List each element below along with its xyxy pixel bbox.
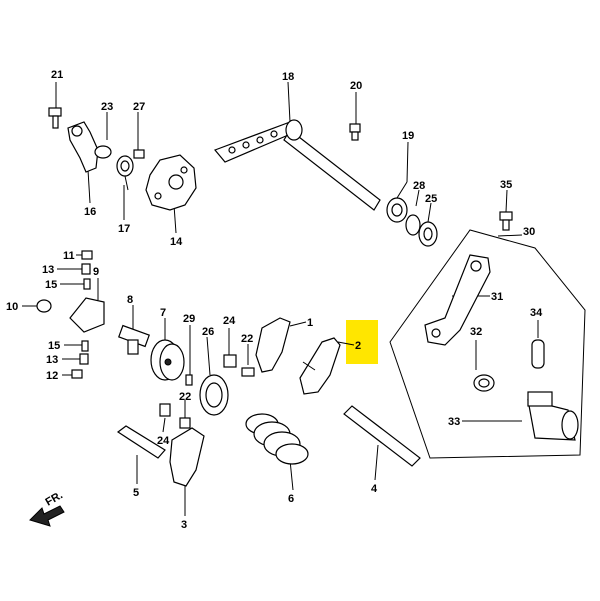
callout-20: 20 <box>350 80 362 92</box>
part-7-shift-drum-center <box>150 339 185 381</box>
callout-31: 31 <box>491 291 503 303</box>
callout-17: 17 <box>118 223 130 235</box>
callout-8: 8 <box>127 294 133 306</box>
callout-30: 30 <box>523 226 535 238</box>
callout-23: 23 <box>101 101 113 113</box>
callout-13-bottom: 13 <box>46 354 58 366</box>
callout-35: 35 <box>500 179 512 191</box>
part-15-pin-bottom <box>81 340 89 352</box>
callout-26: 26 <box>202 326 214 338</box>
callout-11: 11 <box>63 250 75 262</box>
callout-7: 7 <box>160 307 166 319</box>
part-3-shift-fork <box>169 427 205 487</box>
part-26-bearing <box>199 374 229 416</box>
part-18-shift-spindle <box>213 119 381 211</box>
part-1-shift-fork <box>255 317 291 373</box>
callout-9: 9 <box>93 266 99 278</box>
callout-3: 3 <box>181 519 187 531</box>
callout-15-bottom: 15 <box>48 340 60 352</box>
part-5-fork-shaft <box>116 425 166 459</box>
callout-1: 1 <box>307 317 313 329</box>
callout-33: 33 <box>448 416 460 428</box>
part-2-shift-fork <box>299 337 341 395</box>
callout-27: 27 <box>133 101 145 113</box>
callout-25: 25 <box>425 193 437 205</box>
part-20-bolt <box>349 123 361 141</box>
part-29-pin <box>185 374 193 386</box>
part-21-bolt <box>48 107 62 129</box>
part-23-washer <box>94 145 112 159</box>
part-4-fork-shaft <box>343 405 421 467</box>
part-13-spring-top <box>81 263 91 275</box>
callout-12: 12 <box>46 370 58 382</box>
callout-34: 34 <box>530 307 543 319</box>
part-9-shift-arm <box>69 297 105 333</box>
front-direction-arrow: FR. <box>29 489 65 527</box>
callout-22-bottom: 22 <box>179 391 191 403</box>
part-10-washer <box>36 299 52 313</box>
callout-14: 14 <box>170 236 183 248</box>
callout-4: 4 <box>371 483 378 495</box>
callout-21: 21 <box>51 69 63 81</box>
callout-16: 16 <box>84 206 96 218</box>
callout-32: 32 <box>470 326 482 338</box>
callout-2-highlight <box>346 320 378 364</box>
part-34-pin <box>531 339 545 369</box>
leader-lines <box>22 81 539 516</box>
part-28-collar <box>405 214 421 236</box>
part-6-boot <box>245 413 309 465</box>
callout-18: 18 <box>282 71 294 83</box>
part-27-pin <box>133 149 145 159</box>
part-15-pin-top <box>83 278 91 290</box>
callout-22-top: 22 <box>241 333 253 345</box>
part-8-bolt <box>118 324 150 355</box>
part-24-washer-bottom <box>159 403 171 417</box>
part-22-bolt-bottom <box>179 417 191 429</box>
part-24-washer-top <box>223 354 237 368</box>
part-22-bolt-top <box>241 367 255 377</box>
part-11-nut <box>81 250 93 260</box>
callout-5: 5 <box>133 487 139 499</box>
callout-24-bottom: 24 <box>157 435 170 447</box>
callout-2: 2 <box>355 340 361 352</box>
callout-28: 28 <box>413 180 425 192</box>
part-19-return-spring <box>386 181 408 223</box>
part-12-nut <box>71 369 83 379</box>
part-32-spring <box>473 374 495 392</box>
callout-labels: 21 23 27 16 17 14 18 20 19 28 25 35 30 1… <box>6 69 543 531</box>
callout-6: 6 <box>288 493 294 505</box>
direction-label: FR. <box>44 489 65 508</box>
part-35-bolt <box>499 211 513 231</box>
callout-10: 10 <box>6 301 18 313</box>
callout-24-top: 24 <box>223 315 236 327</box>
callout-15-top: 15 <box>45 279 57 291</box>
assembly-30-outline <box>389 229 586 459</box>
callout-19: 19 <box>402 130 414 142</box>
part-33-cylinder <box>527 391 579 441</box>
part-17-spring <box>116 155 134 191</box>
part-31-arm <box>424 254 491 346</box>
part-13-spring-bottom <box>79 353 89 365</box>
callout-13-top: 13 <box>42 264 54 276</box>
callout-29: 29 <box>183 313 195 325</box>
